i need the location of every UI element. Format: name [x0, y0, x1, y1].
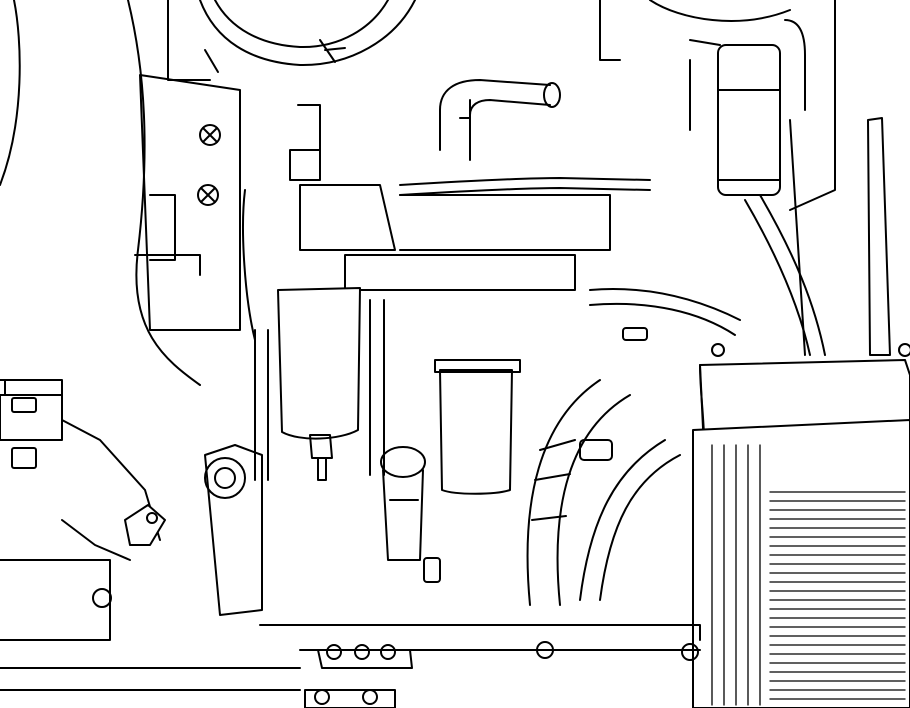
engine-support-plate [134, 74, 241, 331]
upper-filter-canister [689, 19, 806, 196]
left-fender [0, 0, 211, 386]
intake-elbow-hose [439, 79, 561, 161]
oil-filler-cap [380, 446, 426, 561]
mounting-bolts [304, 641, 699, 708]
grille-slats [711, 444, 906, 706]
corrugated-hose-right [589, 288, 741, 336]
hydraulic-lines-right [744, 119, 826, 356]
left-lower-frame [61, 419, 263, 616]
fuel-filter-canister [277, 287, 361, 481]
fuel-line-vertical [254, 299, 385, 481]
bottom-crossmember [259, 624, 701, 651]
temperature-sensor [124, 504, 166, 546]
engine-block [242, 104, 611, 341]
lower-frame-rails [0, 559, 301, 691]
secondary-fuel-filter [434, 359, 521, 495]
radiator-fan-shroud [199, 0, 416, 73]
hose-clamps [423, 327, 648, 583]
radiator-hose-main [526, 379, 631, 606]
radiator-grille [692, 419, 910, 708]
coolant-hose-secondary [579, 439, 681, 601]
left-mount-bracket [0, 379, 63, 469]
right-upper-panel [599, 0, 891, 356]
wiring-harness-upper [399, 177, 651, 196]
